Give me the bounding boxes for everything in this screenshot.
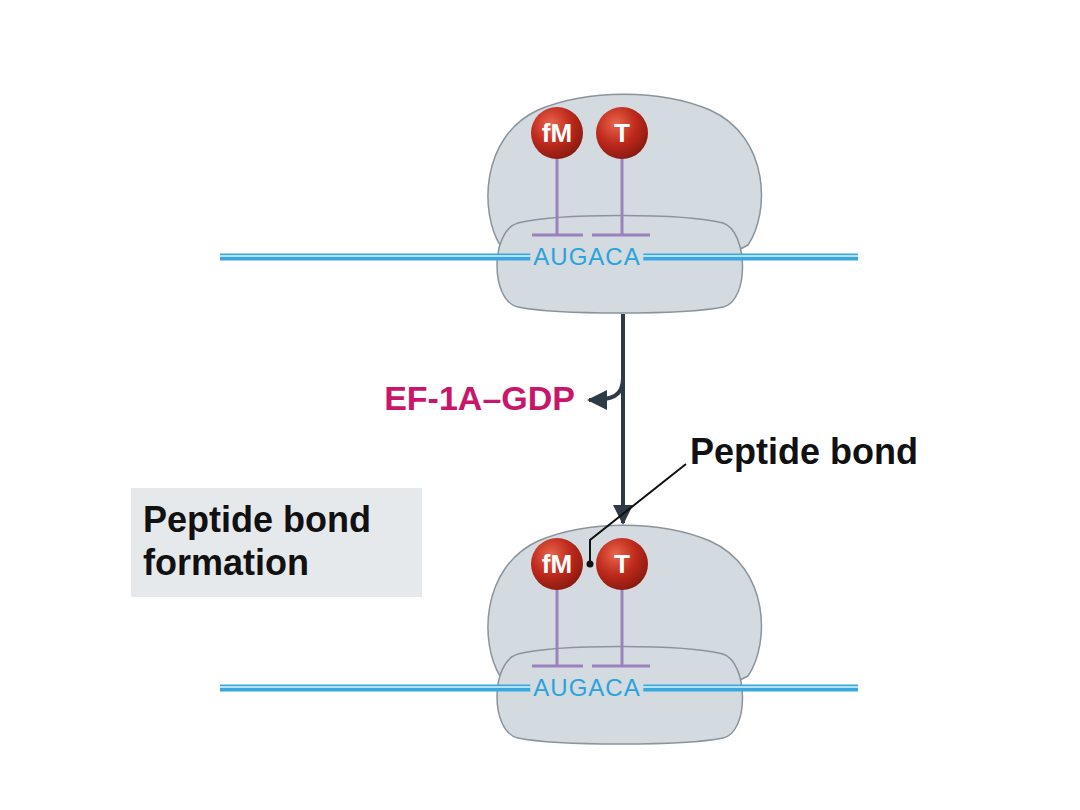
ribosome: AUGACA fM T xyxy=(478,95,768,312)
small-subunit xyxy=(497,216,743,314)
trna-stem xyxy=(556,155,559,235)
trna-stem xyxy=(621,155,624,235)
codon-sequence: AUGACA xyxy=(530,245,643,269)
release-branch xyxy=(589,378,623,400)
ball-fill xyxy=(596,107,648,159)
amino-acid-label: fM xyxy=(542,120,572,146)
ball-fill xyxy=(596,538,648,590)
trna-stem xyxy=(621,586,624,666)
ribosome: AUGACA fM T xyxy=(478,526,768,743)
step-label: Peptide bond formation xyxy=(143,498,410,584)
amino-acid-label: T xyxy=(614,551,630,577)
amino-acid-label: T xyxy=(614,120,630,146)
anticodon-bar xyxy=(592,665,650,668)
small-subunit xyxy=(497,647,743,745)
released-factor-label: EF-1A–GDP xyxy=(384,378,575,419)
step-label-box: Peptide bond formation xyxy=(131,488,422,597)
codon-sequence: AUGACA xyxy=(530,676,643,700)
amino-acid-node: T xyxy=(595,106,649,160)
callout-label: Peptide bond xyxy=(690,430,918,473)
trna-stem xyxy=(556,586,559,666)
amino-acid-label: fM xyxy=(542,551,572,577)
process-arrow xyxy=(621,314,625,523)
amino-acid-node: T xyxy=(595,537,649,591)
amino-acid-node: fM xyxy=(530,537,584,591)
amino-acid-node: fM xyxy=(530,106,584,160)
ball-fill xyxy=(531,538,583,590)
anticodon-bar xyxy=(592,234,650,237)
anticodon-bar xyxy=(532,665,583,668)
anticodon-bar xyxy=(532,234,583,237)
ball-fill xyxy=(531,107,583,159)
peptide-bond-dot xyxy=(587,561,594,568)
